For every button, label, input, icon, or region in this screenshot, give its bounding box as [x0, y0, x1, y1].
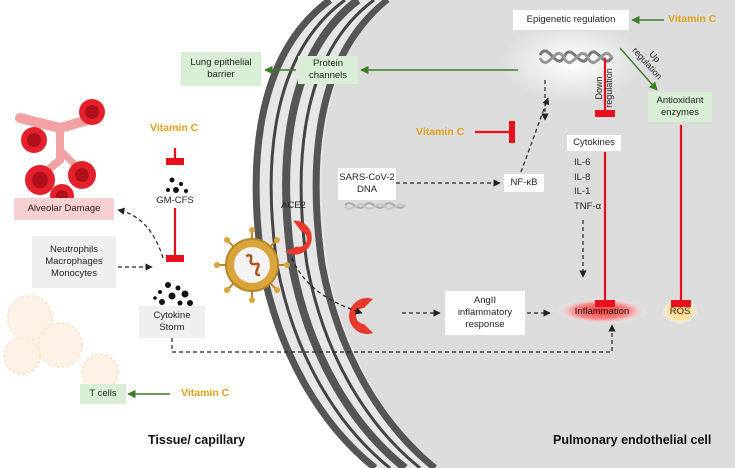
alveolar-damage-box: Alveolar Damage [14, 198, 114, 220]
ace2-receptor-icon [285, 220, 312, 255]
cytokines-box: Cytokines [566, 134, 622, 152]
gm-cfs-label: GM-CFS [152, 194, 198, 208]
gm-cfs-dots-icon [166, 177, 188, 193]
viral-dna-icon [344, 202, 406, 210]
cytokine-list: IL-6 IL-8 IL-1 TNF-α [574, 157, 602, 212]
protein-channels-box: Protein channels [298, 56, 358, 84]
down-regulation-label: Down regulation [594, 68, 614, 108]
ros-label: ROS [669, 306, 691, 317]
ace2-internalized-icon [349, 298, 373, 334]
inhibition-lines [173, 58, 683, 300]
lung-epithelial-barrier-box: Lung epithelial barrier [181, 52, 261, 86]
sars-cov-2-dna-box: SARS-CoV-2 DNA [338, 168, 396, 200]
ace2-label: ACE2 [281, 200, 306, 211]
cytokine-storm-box: Cytokine Storm [139, 306, 205, 338]
cytokine-storm-dots-icon [153, 282, 193, 306]
inhibition-bars [166, 110, 691, 307]
inflammation-glow [556, 298, 648, 324]
lung-alveoli-icon [15, 99, 105, 208]
vitamin-c-label-nf-kb: Vitamin C [416, 126, 465, 138]
antioxidant-enzymes-box: Antioxidant enzymes [648, 92, 712, 122]
faded-immune-cells-icon [3, 295, 119, 391]
dashed-arrows [117, 80, 616, 353]
vitamin-c-label-gm-cfs: Vitamin C [150, 122, 199, 134]
pulmonary-endothelial-title: Pulmonary endothelial cell [553, 433, 712, 447]
virus-icon [214, 227, 290, 303]
nf-kb-box: NF-κB [503, 173, 545, 193]
angii-response-box: AngII inflammatory response [444, 290, 526, 336]
vitamin-c-label-epigenetic: Vitamin C [668, 13, 717, 25]
dna-helix-icon [500, 22, 644, 102]
pulmonary-cell [252, 0, 735, 468]
t-cells-box: T cells [80, 384, 126, 404]
activation-arrows [127, 15, 664, 399]
tissue-capillary-title: Tissue/ capillary [148, 433, 246, 447]
inflammation-label: Inflammation [574, 306, 630, 317]
epigenetic-regulation-box: Epigenetic regulation [512, 9, 630, 31]
vitamin-c-label-t-cells: Vitamin C [181, 387, 230, 399]
immune-cells-box: Neutrophils Macrophages Monocytes [32, 236, 116, 288]
